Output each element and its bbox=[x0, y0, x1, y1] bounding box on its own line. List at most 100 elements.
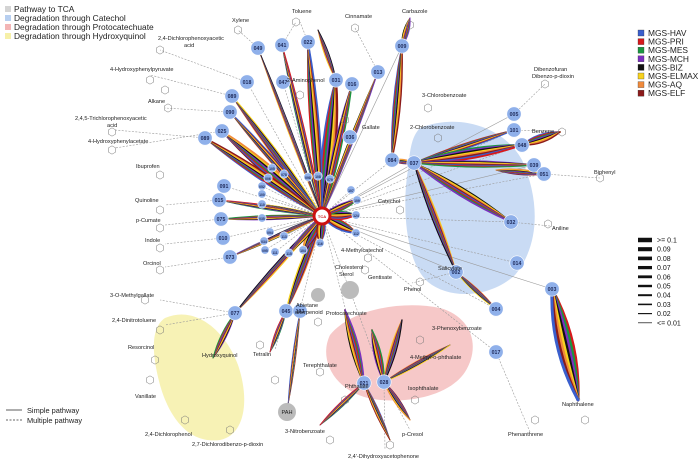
pathway-node bbox=[342, 129, 358, 145]
petal-strand bbox=[317, 29, 337, 81]
label-methylcatechol: 4-Methylcatechol bbox=[341, 248, 383, 254]
pathway-node bbox=[536, 166, 552, 182]
width-legend-label: 0.03 bbox=[657, 302, 671, 309]
label-dibenzodioxin: Dibenzo-p-dioxin bbox=[532, 74, 574, 80]
molecule-structure-icon bbox=[406, 20, 414, 30]
sample-legend-label: MGS-ELF bbox=[648, 88, 685, 98]
pathway-node-id: 015 bbox=[215, 198, 224, 204]
molecule-structure-icon bbox=[151, 355, 159, 365]
pathway-edge bbox=[261, 193, 323, 217]
pathway-node bbox=[275, 74, 291, 90]
pathway-node-id: 116 bbox=[317, 242, 323, 246]
sample-swatch bbox=[637, 64, 645, 71]
label-dibenzofuran: Dibenzofuran bbox=[534, 67, 567, 73]
molecule-structure-icon bbox=[156, 223, 164, 233]
pathway-node-id: 073 bbox=[226, 255, 235, 261]
pathway-node bbox=[544, 281, 560, 297]
label-dichlorodibenzo: 2,7-Dichlorodibenzo-p-dioxin bbox=[192, 442, 263, 448]
label-gallate: Gallate bbox=[362, 125, 380, 131]
sample-legend-label: MGS-MCH bbox=[648, 54, 689, 64]
label-carbazole: Carbazole bbox=[402, 9, 428, 15]
pathway-node bbox=[211, 192, 227, 208]
abundance-petal bbox=[287, 310, 301, 406]
label-trichlorophenoxy-1: 2,4,5-Trichlorophenoxyacetic bbox=[75, 116, 147, 122]
pathway-node bbox=[213, 211, 229, 227]
abundance-petal bbox=[281, 44, 323, 217]
pathway-node-id: 022 bbox=[304, 40, 313, 46]
sample-swatch bbox=[637, 29, 645, 37]
molecule-structure-icon bbox=[544, 219, 552, 229]
petal-strand bbox=[321, 71, 379, 217]
pathway-edge bbox=[321, 215, 497, 310]
pathway-node bbox=[257, 189, 267, 199]
pathway-node-id: 115 bbox=[286, 252, 292, 256]
pah-hub bbox=[278, 403, 296, 421]
tca-center-label: TCA bbox=[318, 214, 326, 219]
compound-edge bbox=[164, 256, 231, 268]
petal-strand bbox=[391, 45, 403, 161]
pathway-edge bbox=[321, 159, 393, 217]
pathway-node-id: 112 bbox=[353, 232, 359, 236]
pathway-node bbox=[263, 173, 273, 183]
width-legend-label: 0.05 bbox=[657, 284, 671, 291]
label-ibuprofen: Ibuprofen bbox=[136, 164, 160, 170]
molecule-structure-icon bbox=[364, 253, 372, 263]
pathway-node bbox=[325, 174, 335, 184]
width-legend-label: <= 0.01 bbox=[657, 320, 681, 327]
label-alkane: Alkane bbox=[148, 99, 165, 105]
label-biphenyl: Biphenyl bbox=[594, 170, 615, 176]
pathway-node bbox=[394, 38, 410, 54]
label-methylgallate: 3-O-Methylgallate bbox=[110, 293, 154, 299]
molecule-structure-icon bbox=[351, 23, 359, 33]
pathway-edge bbox=[321, 45, 403, 217]
pathway-node-id: 017 bbox=[492, 350, 501, 356]
pah-hub-label: PAH bbox=[281, 410, 292, 416]
molecule-structure-icon bbox=[361, 265, 369, 275]
pathway-edge bbox=[321, 164, 535, 217]
label-dihydroxyacetophenone: 2,4'-Dihydroxyacetophenone bbox=[348, 454, 419, 460]
pathway-node-id: 002 bbox=[452, 270, 461, 276]
molecule-structure-icon bbox=[416, 277, 424, 287]
pathway-edge bbox=[264, 215, 323, 251]
molecule-structure-icon bbox=[108, 145, 116, 155]
compound-edge bbox=[164, 312, 236, 326]
width-legend-label: 0.04 bbox=[657, 293, 671, 300]
pathway-node-id: 048 bbox=[518, 143, 527, 149]
pathway-node-id: 107 bbox=[348, 189, 354, 193]
molecule-structure-icon bbox=[141, 295, 149, 305]
region-legend-label: Degradation through Catechol bbox=[14, 13, 126, 23]
compound-edge bbox=[159, 49, 248, 83]
pathway-node-id: 089 bbox=[201, 136, 210, 142]
molecule-structure-icon bbox=[396, 205, 404, 215]
sample-legend-label: MGS-ELMAX bbox=[648, 71, 699, 81]
molecule-structure-icon bbox=[226, 425, 234, 435]
simple-pathway-label: Simple pathway bbox=[27, 406, 79, 415]
abietane-hub bbox=[311, 288, 325, 302]
pathway-edge bbox=[321, 215, 553, 290]
molecule-structure-icon bbox=[164, 103, 172, 113]
pathway-node-id: 021 bbox=[360, 381, 369, 387]
molecule-structure-icon bbox=[581, 415, 589, 425]
region-legend-label: Pathway to TCA bbox=[14, 4, 75, 14]
pathway-node-id: 039 bbox=[530, 163, 539, 169]
molecule-structure-icon bbox=[234, 25, 242, 35]
pathway-node-id: 041 bbox=[278, 43, 287, 49]
petal-strand bbox=[287, 310, 301, 406]
tca-center-node bbox=[312, 206, 332, 226]
abundance-petal bbox=[317, 29, 337, 81]
pathway-node bbox=[279, 169, 289, 179]
pathway-node-id: 014 bbox=[513, 261, 522, 267]
label-benzene: Benzene bbox=[532, 129, 554, 135]
label-toluene: Toluene bbox=[292, 9, 312, 15]
petal-strand bbox=[287, 310, 301, 406]
molecule-structure-icon bbox=[341, 115, 349, 125]
label-sterol: Sterol bbox=[339, 272, 354, 278]
molecule-structure-icon bbox=[108, 127, 116, 137]
pathway-node bbox=[215, 230, 231, 246]
pathway-node bbox=[214, 123, 230, 139]
compound-edge bbox=[164, 199, 220, 206]
abundance-petal bbox=[257, 47, 323, 217]
molecule-icons bbox=[108, 17, 604, 450]
